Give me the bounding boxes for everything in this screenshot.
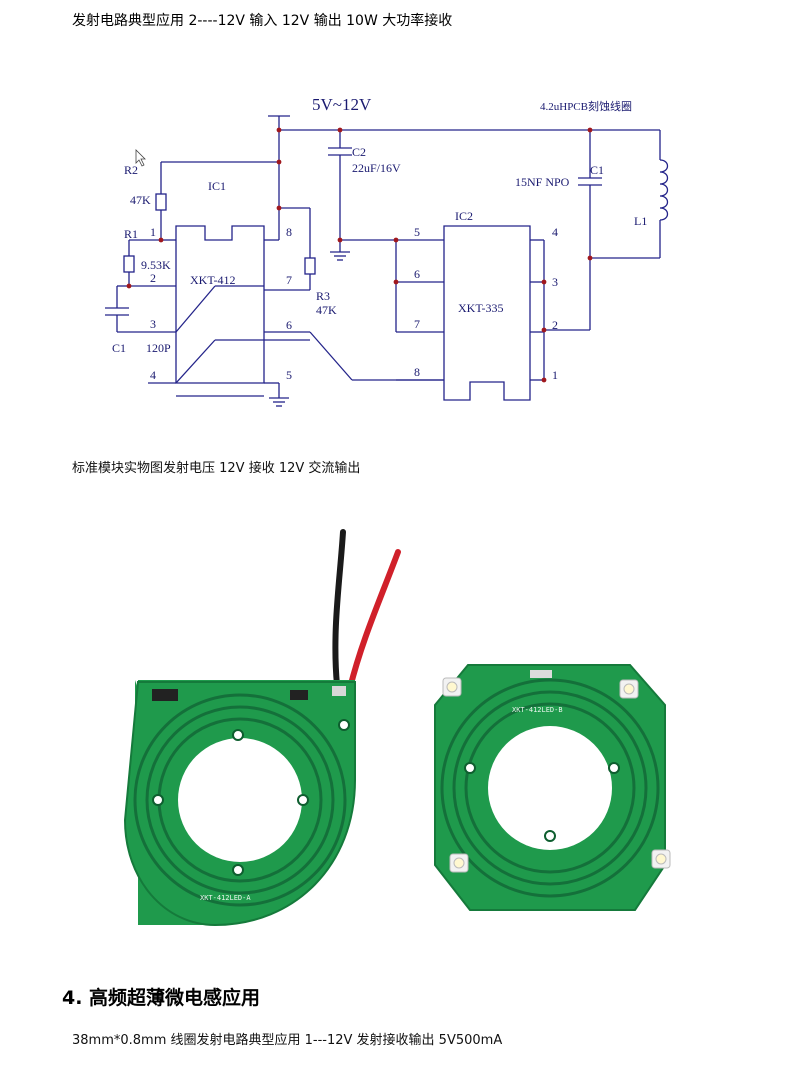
led-top-left [442,677,462,697]
c2-value: 22uF/16V [352,161,401,175]
ic2-pin-4: 4 [552,225,558,239]
led-top-right [619,679,639,699]
board-a-label: XKT-412LED-A [200,894,251,902]
r2-value: 47K [130,193,151,207]
r2-name: R2 [124,163,138,177]
c1-right-value: 15NF NPO [515,175,570,189]
product-photo: XKT-412LED-A XKT-412LED-B [123,529,671,927]
circuit-schematic: 5V~12V 4.2uHPCB刻蚀线圈 IC1 XKT-412 IC2 XKT-… [105,95,669,407]
section-heading: 4. 高频超薄微电感应用 [62,987,261,1009]
ic2-pin-3: 3 [552,275,558,289]
board-b-label: XKT-412LED-B [512,706,563,714]
pcb-board-b: XKT-412LED-B [434,664,671,911]
mid-caption: 标准模块实物图发射电压 12V 接收 12V 交流输出 [72,461,361,476]
black-wire [332,529,346,688]
ic1-pin-7: 7 [286,273,292,287]
ic1-name: IC1 [208,179,226,193]
ic1-pin-4: 4 [150,368,156,382]
l1-name: L1 [634,214,647,228]
top-caption: 发射电路典型应用 2----12V 输入 12V 输出 10W 大功率接收 [72,13,453,29]
r3-name: R3 [316,289,330,303]
ic1-pin-2: 2 [150,271,156,285]
mouse-cursor-icon [135,149,146,167]
c1-left-value: 120P [146,341,171,355]
led-bottom-left [449,853,469,873]
ic2-pin-7: 7 [414,317,420,331]
ic2-pin-5: 5 [414,225,420,239]
ic2-name: IC2 [455,209,473,223]
r1-name: R1 [124,227,138,241]
ic1-pin-8: 8 [286,225,292,239]
ic1-pin-6: 6 [286,318,292,332]
r1-value: 9.53K [141,258,171,272]
led-bottom-right [651,849,671,869]
ic2-pin-6: 6 [414,267,420,281]
red-wire [347,549,401,691]
supply-label: 5V~12V [312,95,372,114]
pcb-board-a: XKT-412LED-A [123,680,356,927]
ic1-pin-3: 3 [150,317,156,331]
ic2-part: XKT-335 [458,301,504,315]
ic1-pin-5: 5 [286,368,292,382]
ic1-part: XKT-412 [190,273,236,287]
r3-value: 47K [316,303,337,317]
ic2-pin-1: 1 [552,368,558,382]
c2-name: C2 [352,145,366,159]
coil-note: 4.2uHPCB刻蚀线圈 [540,99,632,113]
c1-left-name: C1 [112,341,126,355]
ic1-pin-1: 1 [150,225,156,239]
bottom-caption: 38mm*0.8mm 线圈发射电路典型应用 1---12V 发射接收输出 5V5… [72,1033,503,1048]
ic2-pin-8: 8 [414,365,420,379]
ic2-pin-2: 2 [552,318,558,332]
c1-right-name: C1 [590,163,604,177]
